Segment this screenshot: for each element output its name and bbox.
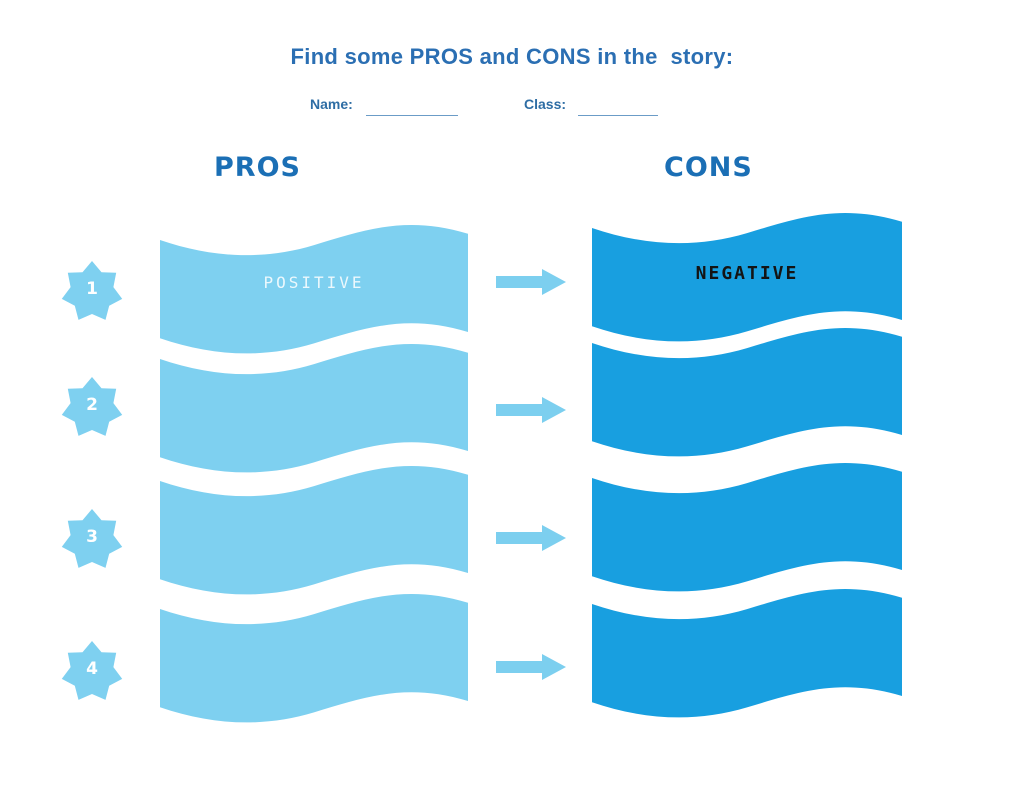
- cons-banner-1[interactable]: NEGATIVE: [592, 199, 902, 349]
- wave-banner-shape: [592, 462, 902, 592]
- row-4-star-badge: 4: [60, 639, 124, 705]
- row-3-right-arrow-icon: [496, 524, 566, 552]
- seven-point-star-icon: [61, 377, 123, 436]
- cons-column-heading: CONS: [664, 152, 753, 183]
- row-3-star-badge: 3: [60, 507, 124, 573]
- pros-banner-4[interactable]: [160, 580, 468, 730]
- cons-banner-4[interactable]: [592, 575, 902, 725]
- cons-banner-2[interactable]: [592, 314, 902, 464]
- right-arrow-icon: [496, 654, 566, 680]
- pros-banner-1[interactable]: POSITIVE: [160, 211, 468, 361]
- name-input-line[interactable]: [366, 114, 458, 116]
- row-2-right-arrow-icon: [496, 396, 566, 424]
- worksheet-title: Find some PROS and CONS in the story:: [290, 44, 734, 69]
- pros-column-heading: PROS: [214, 152, 301, 183]
- right-arrow-icon: [496, 269, 566, 295]
- wave-banner-shape: [160, 224, 468, 354]
- row-2-number: 2: [86, 395, 98, 415]
- pros-banner-3[interactable]: [160, 452, 468, 602]
- wave-banner-shape: [160, 343, 468, 473]
- seven-point-star-icon: [61, 509, 123, 568]
- wave-banner-shape: [592, 588, 902, 718]
- row-4-right-arrow-icon: [496, 653, 566, 681]
- right-arrow-icon: [496, 397, 566, 423]
- name-label: Name:: [310, 96, 353, 112]
- wave-banner-shape: [592, 327, 902, 457]
- row-1-number: 1: [86, 279, 98, 299]
- wave-banner-shape: [592, 212, 902, 342]
- wave-banner-shape: [160, 465, 468, 595]
- positive-label: POSITIVE: [263, 273, 365, 292]
- negative-label: NEGATIVE: [695, 263, 799, 284]
- pros-banner-2[interactable]: [160, 330, 468, 480]
- row-2-star-badge: 2: [60, 375, 124, 441]
- wave-banner-shape: [160, 593, 468, 723]
- row-3-number: 3: [86, 527, 98, 547]
- cons-banner-3[interactable]: [592, 449, 902, 599]
- right-arrow-icon: [496, 525, 566, 551]
- seven-point-star-icon: [61, 261, 123, 320]
- class-label: Class:: [524, 96, 567, 112]
- seven-point-star-icon: [61, 641, 123, 700]
- row-1-right-arrow-icon: [496, 268, 566, 296]
- row-1-star-badge: 1: [60, 259, 124, 325]
- name-class-row: Name: Class:: [0, 96, 1024, 126]
- class-input-line[interactable]: [578, 114, 658, 116]
- row-4-number: 4: [86, 659, 98, 679]
